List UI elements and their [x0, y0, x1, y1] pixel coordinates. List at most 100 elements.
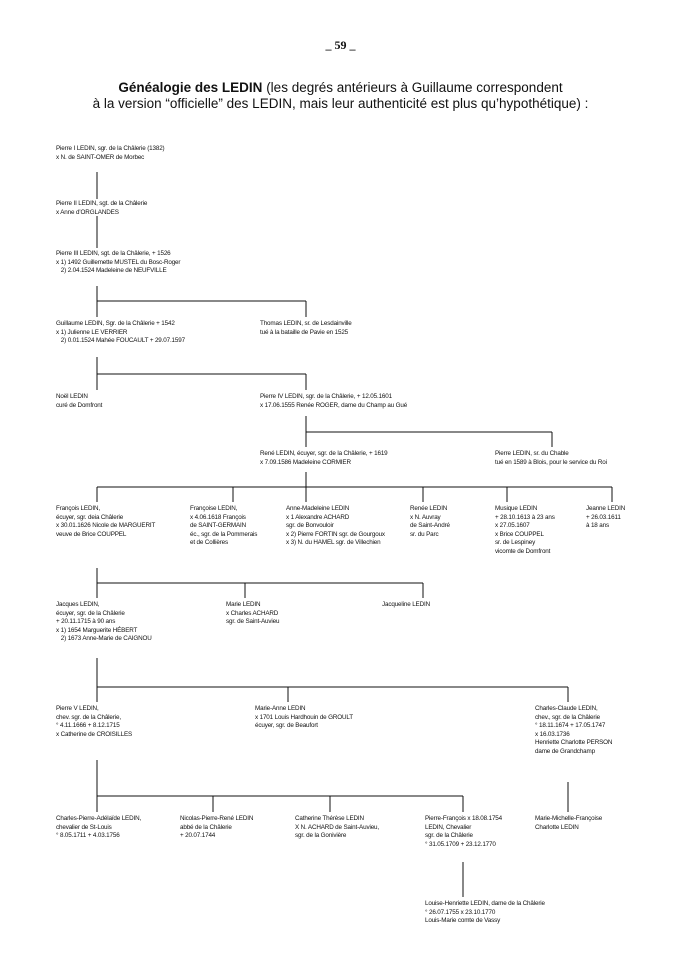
person-line: vicomte de Domfront [495, 547, 551, 555]
heading-line2: à la version “officielle” des LEDIN, mai… [92, 96, 589, 111]
person-rene: René LEDIN, écuyer, sgr. de la Châlerie,… [260, 450, 388, 467]
person-line: Guillaume LEDIN, Sgr. de la Châlerie + 1… [56, 320, 175, 327]
person-line: Marie LEDIN [226, 601, 261, 608]
person-line: curé de Domfront [56, 401, 103, 409]
person-line: x N. Auvray [410, 513, 441, 521]
person-line: à 18 ans [586, 522, 609, 530]
person-line: sr. du Parc [410, 530, 439, 538]
person-line: x 4.06.1618 François [190, 513, 246, 521]
person-line: Noël LEDIN [56, 393, 88, 400]
person-jacques: Jacques LEDIN,écuyer, sgr. de la Châleri… [56, 601, 152, 644]
person-charles-claude: Charles-Claude LEDIN,chev., sgr. de la C… [535, 705, 612, 757]
person-line: + 28.10.1613 à 23 ans [495, 513, 555, 521]
person-line: + 20.07.1744 [180, 832, 216, 840]
person-line: x Catherine de CROISILLES [56, 730, 133, 738]
person-line: sgr. de la Châlerie [425, 832, 473, 840]
person-louise-henriette: Louise-Henriette LEDIN, dame de la Châle… [425, 900, 545, 926]
person-line: de SAINT-GERMAIN [190, 522, 247, 530]
person-line: 2) 2.04.1524 Madeleine de NEUFVILLE [56, 267, 167, 275]
person-line: Marie-Anne LEDIN [255, 705, 306, 712]
person-pierre-1: Pierre I LEDIN, sgr. de la Châlerie (138… [56, 145, 165, 162]
person-line: 2) 0.01.1524 Mahée FOUCAULT + 29.07.1597 [56, 337, 185, 345]
person-line: Pierre I LEDIN, sgr. de la Châlerie (138… [56, 145, 165, 152]
person-jacqueline: Jacqueline LEDIN [382, 601, 430, 610]
person-pierre-3: Pierre III LEDIN, sgt. de la Châlerie, +… [56, 250, 181, 276]
person-guillaume: Guillaume LEDIN, Sgr. de la Châlerie + 1… [56, 320, 185, 346]
person-line: ° 8.05.1711 + 4.03.1756 [56, 832, 120, 840]
person-line: écuyer, sgr. deia Châlerie [56, 513, 124, 521]
person-line: Louise-Henriette LEDIN, dame de la Châle… [425, 900, 545, 907]
person-line: écuyer, sgr. de Beaufort [255, 722, 318, 730]
person-line: chev., sgr. de la Châlerie [535, 713, 600, 721]
person-line: dame de Grandchamp [535, 747, 595, 755]
heading-bold: Généalogie des LEDIN [118, 80, 263, 95]
page-heading: Généalogie des LEDIN (les degrés antérie… [40, 80, 641, 112]
person-line: Jeanne LEDIN [586, 505, 626, 512]
person-line: Jacques LEDIN, [56, 601, 100, 608]
person-line: Pierre III LEDIN, sgt. de la Châlerie, +… [56, 250, 171, 257]
person-line: x Anne d’ORGLANDES [56, 208, 119, 216]
heading-rest: (les degrés antérieurs à Guillaume corre… [262, 80, 563, 95]
person-line: x 16.03.1736 [535, 730, 570, 738]
person-line: sr. de Lespiney [495, 539, 536, 547]
person-line: sgr. de la Gonivière [295, 832, 347, 840]
person-line: ° 26.07.1755 x 23.10.1770 [425, 908, 496, 916]
person-line: x Charles ACHARD [226, 609, 279, 617]
person-line: Françoise LEDIN, [190, 505, 238, 512]
person-line: Thomas LEDIN, sr. de Lesdainville [260, 320, 352, 327]
person-line: sgr. de Saint-Auvieu [226, 618, 280, 626]
person-line: Catherine Thérèse LEDIN [295, 815, 364, 822]
person-line: Pierre LEDIN, sr. du Chable [495, 450, 569, 457]
person-line: + 26.03.1611 [586, 513, 621, 521]
person-line: tué en 1589 à Blois, pour le service du … [495, 458, 607, 466]
person-line: 2) 1673 Anne-Marie de CAIGNOU [56, 635, 152, 643]
person-line: Marie-Michelle-Françoise [535, 815, 603, 822]
person-line: sgr. de Bonvouloir [286, 522, 334, 530]
person-line: x 3) N. du HAMEL sgr. de Villechien [286, 539, 381, 547]
person-line: Musique LEDIN [495, 505, 538, 512]
person-line: Pierre IV LEDIN, sgr. de la Châlerie, + … [260, 393, 392, 400]
person-line: x 27.05.1607 [495, 522, 530, 530]
person-line: François LEDIN, [56, 505, 100, 512]
person-line: Louis-Marie comte de Vassy [425, 917, 501, 925]
person-line: X N. ACHARD de Saint-Auvieu, [295, 823, 379, 831]
person-line: Charles-Pierre-Adélaïde LEDIN, [56, 815, 142, 822]
person-line: éc., sgr. de la Pommerais [190, 530, 258, 538]
person-line: de Saint-André [410, 522, 450, 530]
person-line: x 17.06.1555 Renée ROGER, dame du Champ … [260, 401, 408, 409]
person-line: abbé de la Châlerie [180, 823, 232, 831]
person-line: Henriette Charlotte PERSON [535, 739, 613, 747]
person-line: Anne-Madeleine LEDIN [286, 505, 350, 512]
person-line: Pierre-François x 18.08.1754 [425, 815, 503, 822]
person-line: chev. sgr. de la Châlerie, [56, 713, 121, 721]
person-line: x 1) 1492 Guillemette MUSTEL du Bosc-Rog… [56, 258, 181, 266]
person-line: ° 31.05.1709 + 23.12.1770 [425, 840, 496, 848]
person-line: x N. de SAINT-OMER de Morbec [56, 153, 145, 161]
person-francois: François LEDIN,écuyer, sgr. deia Châleri… [56, 505, 155, 539]
person-line: chevalier de St-Louis [56, 823, 112, 831]
person-line: ° 4.11.1666 + 8.12.1715 [56, 722, 120, 730]
person-line: René LEDIN, écuyer, sgr. de la Châlerie,… [260, 450, 388, 457]
person-line: LEDIN, Chevalier [425, 823, 472, 831]
person-line: Nicolas-Pierre-René LEDIN [180, 815, 254, 822]
person-line: x 1) 1654 Marguerite HÉBERT [56, 626, 138, 634]
person-pierre-4: Pierre IV LEDIN, sgr. de la Châlerie, + … [260, 393, 407, 410]
person-pierre-5: Pierre V LEDIN,chev. sgr. de la Châlerie… [56, 705, 132, 739]
person-line: tué à la bataille de Pavie en 1525 [260, 328, 349, 336]
person-line: veuve de Brice COUPPEL [56, 530, 127, 538]
person-line: x 30.01.1626 Nicole de MARGUERIT [56, 522, 156, 530]
